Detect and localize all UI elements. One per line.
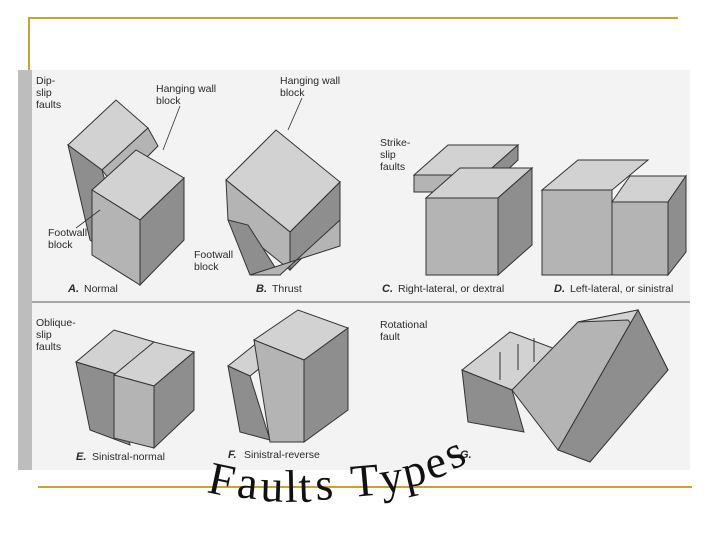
svg-text:fault: fault — [380, 331, 400, 343]
thrust-hanging-wall-pointer — [287, 97, 303, 131]
thrust-hanging-wall-label: Hanging wall block — [280, 75, 340, 99]
svg-text:Oblique-: Oblique- — [36, 317, 76, 329]
caption-f: F. Sinistral-reverse — [228, 449, 320, 461]
normal-footwall-label: Footwall block — [48, 227, 87, 251]
rotational-label: Rotational fault — [380, 319, 427, 343]
svg-text:F.: F. — [228, 449, 237, 461]
svg-text:E.: E. — [76, 451, 86, 463]
top-rule — [28, 17, 678, 19]
svg-text:B.: B. — [256, 283, 267, 295]
svg-text:slip: slip — [36, 329, 52, 341]
caption-a: A. Normal — [67, 283, 118, 295]
svg-text:Footwall: Footwall — [194, 249, 233, 261]
svg-text:Footwall: Footwall — [48, 227, 87, 239]
svg-text:D.: D. — [554, 283, 565, 295]
caption-b: B. Thrust — [256, 283, 302, 295]
svg-text:Hanging wall: Hanging wall — [156, 83, 216, 95]
caption-g: G. — [460, 449, 472, 461]
bottom-rule — [38, 486, 692, 488]
fault-types-figure: Dip- slip faults Strike- slip faults Obl… — [18, 70, 690, 470]
svg-text:Normal: Normal — [84, 283, 118, 295]
svg-text:Hanging wall: Hanging wall — [280, 75, 340, 87]
rotational-fault-block — [461, 308, 669, 463]
svg-text:slip: slip — [36, 87, 52, 99]
figure-left-shadow — [18, 70, 32, 470]
normal-footwall-pointer — [75, 209, 101, 229]
svg-text:Right-lateral, or dextral: Right-lateral, or dextral — [398, 283, 504, 295]
sinistral-reverse-fault-block — [227, 309, 350, 443]
svg-text:Left-lateral, or sinistral: Left-lateral, or sinistral — [570, 283, 673, 295]
svg-text:block: block — [156, 95, 181, 107]
sinistral-normal-fault-block — [74, 329, 196, 450]
svg-text:faults: faults — [36, 99, 61, 111]
caption-e: E. Sinistral-normal — [76, 451, 165, 463]
caption-c: C. Right-lateral, or dextral — [382, 283, 504, 295]
svg-text:faults: faults — [36, 341, 61, 353]
svg-text:block: block — [48, 239, 73, 251]
oblique-slip-label: Oblique- slip faults — [36, 317, 76, 353]
left-rule — [28, 17, 30, 93]
thrust-footwall-label: Footwall block — [194, 249, 233, 273]
svg-text:faults: faults — [380, 161, 405, 173]
svg-text:Rotational: Rotational — [380, 319, 427, 331]
normal-hanging-wall-label: Hanging wall block — [156, 83, 216, 107]
normal-fault-block — [67, 99, 185, 287]
dip-slip-label: Dip- slip faults — [36, 75, 61, 111]
svg-text:C.: C. — [382, 283, 393, 295]
normal-hanging-wall-pointer — [162, 105, 181, 151]
svg-text:block: block — [280, 87, 305, 99]
sinistral-fault-block — [540, 159, 687, 277]
svg-text:block: block — [194, 261, 219, 273]
svg-text:A.: A. — [67, 283, 79, 295]
svg-text:Dip-: Dip- — [36, 75, 56, 87]
svg-text:Strike-: Strike- — [380, 137, 411, 149]
svg-text:G.: G. — [460, 449, 472, 461]
thrust-fault-block — [225, 129, 341, 276]
strike-slip-label: Strike- slip faults — [380, 137, 411, 173]
fault-diagram: Dip- slip faults Strike- slip faults Obl… — [18, 70, 690, 470]
svg-text:slip: slip — [380, 149, 396, 161]
caption-d: D. Left-lateral, or sinistral — [554, 283, 673, 295]
svg-text:Sinistral-reverse: Sinistral-reverse — [244, 449, 320, 461]
svg-text:Sinistral-normal: Sinistral-normal — [92, 451, 165, 463]
svg-text:Thrust: Thrust — [272, 283, 302, 295]
dextral-fault-block — [412, 143, 534, 277]
